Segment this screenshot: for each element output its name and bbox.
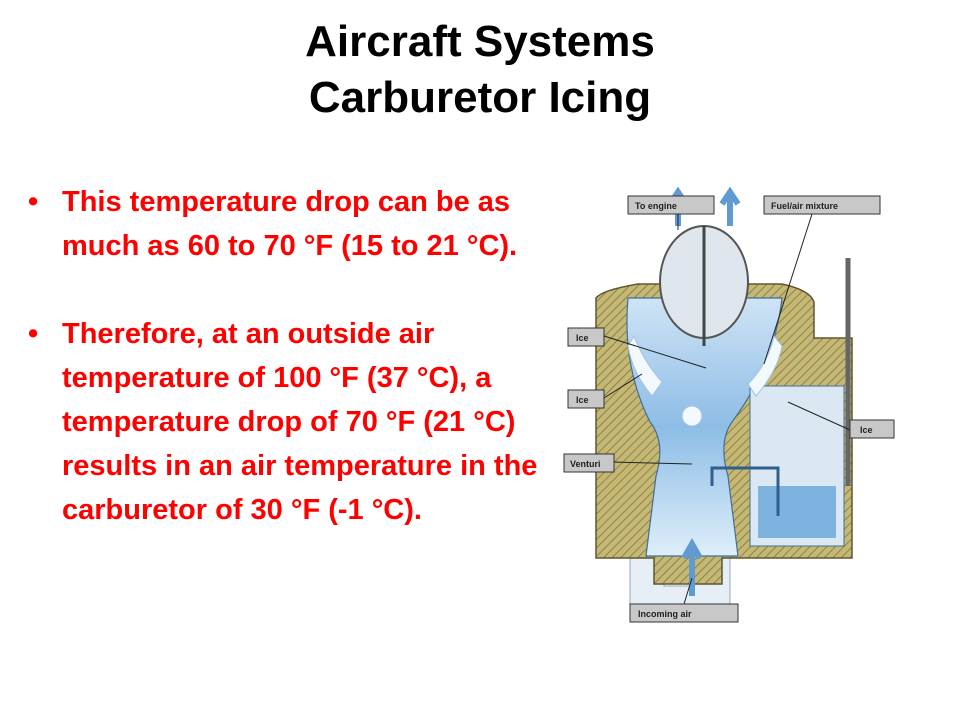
ice-deposit [627,334,663,397]
label-venturi-text: Venturi [570,459,601,469]
fuel-level [758,486,836,538]
label-incoming-air: Incoming air [629,603,739,623]
leader-line [603,335,707,369]
label-ice-middle-text: Ice [576,395,589,405]
bullet-text-1: This temperature drop can be as much as … [62,186,518,262]
airflow-arrow-icon [719,186,741,226]
bullet-marker: • [28,318,39,350]
label-fuel-air-mixture-text: Fuel/air mixture [771,201,838,211]
title-line-1: Aircraft Systems [305,17,655,66]
label-to-engine: To engine [627,195,715,215]
label-ice-upper-text: Ice [576,333,589,343]
ice-deposit [747,334,783,397]
bullet-list: • This temperature drop can be as much a… [28,180,548,532]
label-to-engine-text: To engine [635,201,677,211]
leader-line [763,213,813,365]
slide-title: Aircraft Systems Carburetor Icing [0,14,960,126]
bullet-item-1: • This temperature drop can be as much a… [28,180,548,268]
label-ice-right: Ice [849,419,895,439]
label-venturi: Venturi [563,453,615,473]
bullet-marker: • [28,186,39,218]
carburetor-diagram: To engine Fuel/air mixture Ice Ice Ice V… [542,186,924,648]
bullet-text-2: Therefore, at an outside air temperature… [62,318,538,526]
carburetor-illustration: To engine Fuel/air mixture Ice Ice Ice V… [542,186,924,648]
title-line-2: Carburetor Icing [308,73,652,122]
fuel-line [710,466,780,516]
incoming-air-arrow-icon [681,537,703,596]
label-incoming-air-text: Incoming air [638,609,692,619]
label-ice-right-text: Ice [860,425,873,435]
leader-line [603,373,643,399]
label-fuel-air-mixture: Fuel/air mixture [763,195,881,215]
ice-deposit [681,405,703,427]
label-ice-middle: Ice [567,389,605,409]
label-ice-upper: Ice [567,327,605,347]
bullet-item-2: • Therefore, at an outside air temperatu… [28,312,548,532]
leader-line [683,577,693,605]
leader-line [787,401,851,431]
leader-line [611,461,693,465]
